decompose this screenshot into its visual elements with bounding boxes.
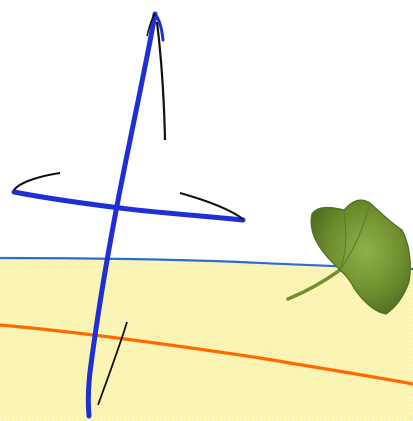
ground-area	[0, 258, 413, 421]
ginkgo-leaf	[286, 199, 411, 315]
orange-line	[0, 323, 413, 386]
gyroscope-figure	[11, 11, 246, 419]
